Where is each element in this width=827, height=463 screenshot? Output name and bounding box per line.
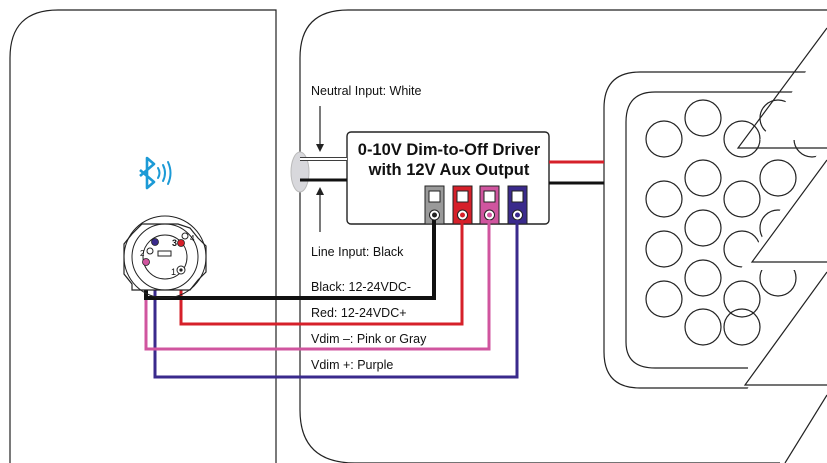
terminal-purple (507, 185, 528, 225)
wire-pink (144, 220, 491, 351)
pin-number-1: 1 (171, 267, 176, 277)
black-wire-label: Black: 12-24VDC- (311, 280, 412, 294)
terminal-gray (424, 185, 445, 225)
right-enclosure (299, 9, 827, 463)
pin-number-4: 4 (190, 234, 195, 243)
cable-gland (290, 151, 310, 193)
led-array-panel (603, 71, 827, 389)
left-enclosure (9, 9, 277, 463)
driver-title-line1: 0-10V Dim-to-Off Driver (357, 141, 541, 159)
line-input-label: Line Input: Black (311, 245, 404, 259)
driver-title: 0-10V Dim-to-Off Driver with 12V Aux Out… (348, 140, 550, 180)
red-wire-label: Red: 12-24VDC+ (311, 306, 407, 320)
terminal-pink (479, 185, 500, 225)
driver-title-line2: with 12V Aux Output (368, 161, 530, 179)
led-circles (645, 99, 827, 346)
bluetooth-icon (139, 156, 156, 190)
terminal-red (452, 185, 473, 225)
signal-waves-icon (157, 161, 172, 185)
bluetooth-connector (123, 215, 207, 299)
wire-purple (153, 220, 519, 379)
pin-number-2: 2 (140, 249, 145, 258)
vdim-minus-label: Vdim –: Pink or Gray (311, 332, 427, 346)
neutral-input-label: Neutral Input: White (311, 84, 422, 98)
break-band (740, 40, 827, 463)
vdim-plus-label: Vdim +: Purple (311, 358, 394, 372)
pin-number-3: 3 (172, 238, 177, 248)
